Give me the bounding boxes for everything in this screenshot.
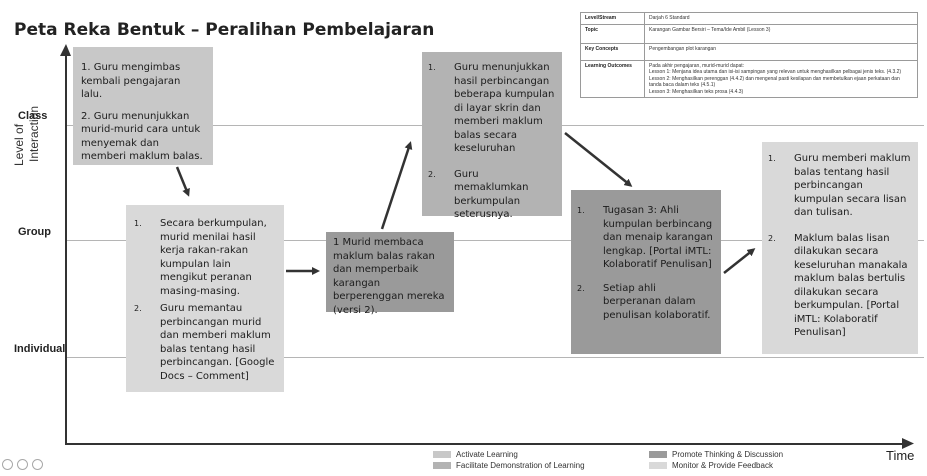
- item-number: 1.: [768, 154, 776, 163]
- level-label-individual: Individual: [14, 343, 66, 355]
- item-number: 1.: [577, 206, 585, 215]
- list-item: 1. Tugasan 3: Ahli kumpulan berbincang da…: [577, 204, 715, 272]
- item-text: Guru memantau perbincangan murid dan mem…: [160, 303, 275, 382]
- arrow-collab-to-feedback: [723, 248, 756, 274]
- legend-swatch-activate: [433, 451, 451, 458]
- list-item: 2. Guru memaklumkan berkumpulan seterusny…: [428, 168, 556, 222]
- zoom-in-icon[interactable]: [2, 459, 13, 470]
- zoom-out-icon[interactable]: [17, 459, 28, 470]
- item-number: 2.: [768, 233, 776, 243]
- list-item: 1. Secara berkumpulan, murid menilai hasi…: [134, 217, 276, 298]
- revise-text: 1 Murid membaca maklum balas rakan dan m…: [333, 237, 445, 316]
- x-axis-arrowhead: [902, 438, 914, 449]
- item-text: Setiap ahli berperanan dalam penulisan k…: [603, 282, 711, 321]
- legend-swatch-monitor: [649, 462, 667, 469]
- activity-box-peer-assessment: 1. Secara berkumpulan, murid menilai hasi…: [126, 205, 284, 392]
- table-row: Topic Karangan Gambar Bersiri – Tema/Ide…: [580, 23, 918, 44]
- level-label-group: Group: [18, 226, 51, 238]
- individual-level-line: [66, 357, 924, 358]
- list-item: 1. Guru menunjukkan hasil perbincangan be…: [428, 61, 556, 156]
- activity-box-collaborative-writing: 1. Tugasan 3: Ahli kumpulan berbincang da…: [571, 190, 721, 354]
- arrow-recap-to-peer: [175, 166, 190, 197]
- table-row: Learning Outcomes Pada akhir pengajaran,…: [580, 59, 918, 98]
- list-item: 1. Guru memberi maklum balas tentang hasi…: [768, 152, 912, 220]
- legend-label-monitor: Monitor & Provide Feedback: [672, 461, 773, 470]
- zoom-reset-icon[interactable]: [32, 459, 43, 470]
- recap-step-1: 1. Guru mengimbas kembali pengajaran lal…: [81, 62, 181, 100]
- item-number: 2.: [134, 304, 142, 313]
- list-item: 2. Guru memantau perbincangan murid dan m…: [134, 302, 276, 383]
- activity-box-revise-essay: 1 Murid membaca maklum balas rakan dan m…: [326, 232, 454, 316]
- item-text: Guru memberi maklum balas tentang hasil …: [794, 153, 911, 218]
- table-value-outcomes: Pada akhir pengajaran, murid-murid dapat…: [644, 59, 918, 98]
- item-text: Tugasan 3: Ahli kumpulan berbincang dan …: [603, 205, 713, 270]
- item-number: 1.: [134, 219, 142, 228]
- item-text: Secara berkumpulan, murid menilai hasil …: [160, 218, 267, 297]
- level-label-class: Class: [18, 110, 48, 122]
- item-number: 2.: [428, 169, 436, 179]
- x-axis-line: [65, 443, 905, 445]
- table-row: Key Concepts Pengembangan plot karangan: [580, 42, 918, 61]
- item-number: 2.: [577, 283, 585, 293]
- activity-box-recap: 1. Guru mengimbas kembali pengajaran lal…: [73, 47, 213, 165]
- x-axis-label: Time: [886, 448, 915, 463]
- item-text: Guru memaklumkan berkumpulan seterusnya.: [454, 168, 529, 221]
- list-item: 2. Setiap ahli berperanan dalam penulisan…: [577, 282, 715, 323]
- legend-label-activate: Activate Learning: [456, 450, 518, 459]
- arrow-revise-to-discussion: [380, 141, 413, 230]
- item-text: Guru menunjukkan hasil perbincangan bebe…: [454, 62, 555, 154]
- page-title: Peta Reka Bentuk – Peralihan Pembelajara…: [14, 20, 435, 40]
- table-value-concepts: Pengembangan plot karangan: [644, 42, 918, 61]
- y-axis-arrowhead: [60, 44, 71, 56]
- table-key-outcomes: Learning Outcomes: [580, 59, 645, 98]
- activity-box-class-discussion: 1. Guru menunjukkan hasil perbincangan be…: [422, 52, 562, 220]
- recap-step-2: 2. Guru menunjukkan murid-murid cara unt…: [81, 110, 203, 163]
- activity-box-teacher-feedback: 1. Guru memberi maklum balas tentang hasi…: [762, 142, 918, 354]
- y-axis-line: [65, 48, 67, 444]
- arrow-discussion-to-collab: [564, 132, 633, 187]
- lesson-info-table: Level/Stream Darjah 6 Standard Topic Kar…: [580, 12, 918, 98]
- item-number: 1.: [428, 63, 436, 72]
- legend-label-promote: Promote Thinking & Discussion: [672, 450, 784, 459]
- item-text: Maklum balas lisan dilakukan secara kese…: [794, 232, 908, 339]
- list-item: 2. Maklum balas lisan dilakukan secara ke…: [768, 232, 912, 340]
- legend-label-facilitate: Facilitate Demonstration of Learning: [456, 461, 585, 470]
- legend-swatch-facilitate: [433, 462, 451, 469]
- legend-swatch-promote: [649, 451, 667, 458]
- group-level-line: [66, 240, 924, 241]
